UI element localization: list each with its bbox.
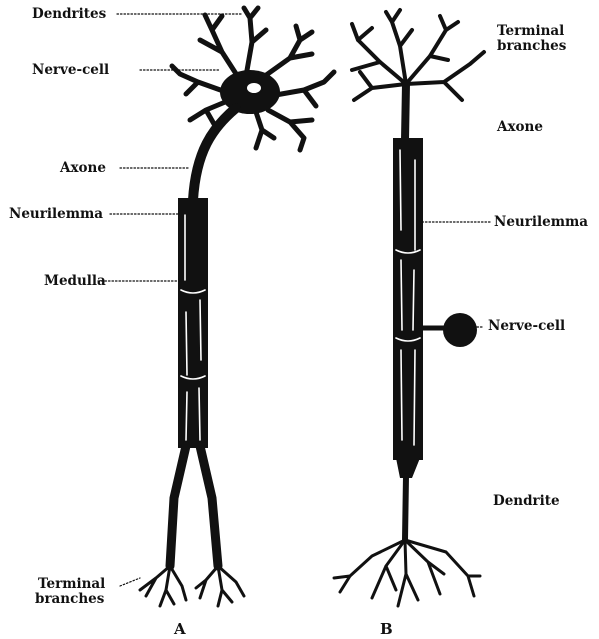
label-terminal-a-line2: branches xyxy=(35,592,104,607)
label-neurilemma-b: Neurilemma xyxy=(494,215,588,230)
label-terminal-a-line1: Terminal xyxy=(38,577,105,592)
label-axone-b: Axone xyxy=(497,120,543,135)
label-dendrites: Dendrites xyxy=(32,7,106,22)
neuron-a-terminal-branches xyxy=(140,566,244,606)
neuron-b-terminal-branches xyxy=(352,10,484,100)
leader-lines xyxy=(98,14,492,586)
label-dendrite-b: Dendrite xyxy=(493,494,560,509)
neuron-b-dendrite-roots xyxy=(334,540,480,606)
neuron-a-nucleus xyxy=(246,82,262,94)
label-nerve-cell-a: Nerve-cell xyxy=(32,63,109,78)
caption-b: B xyxy=(380,622,393,637)
label-neurilemma-a: Neurilemma xyxy=(9,207,103,222)
label-terminal-b-line1: Terminal xyxy=(497,24,564,39)
label-nerve-cell-b: Nerve-cell xyxy=(488,319,565,334)
neuron-b-dendrite-stem xyxy=(405,476,406,540)
caption-a: A xyxy=(174,622,186,637)
label-medulla: Medulla xyxy=(44,274,106,289)
neuron-a-split xyxy=(170,446,218,566)
neuron-a-sheath xyxy=(178,198,208,448)
neuron-b-sheath xyxy=(393,138,423,460)
neuron-b-side-cell xyxy=(443,313,477,347)
label-axone-a: Axone xyxy=(60,161,106,176)
label-terminal-b-line2: branches xyxy=(497,39,566,54)
neuron-b-axone xyxy=(405,84,406,140)
neuron-a xyxy=(140,8,334,606)
neuron-b xyxy=(334,10,484,606)
